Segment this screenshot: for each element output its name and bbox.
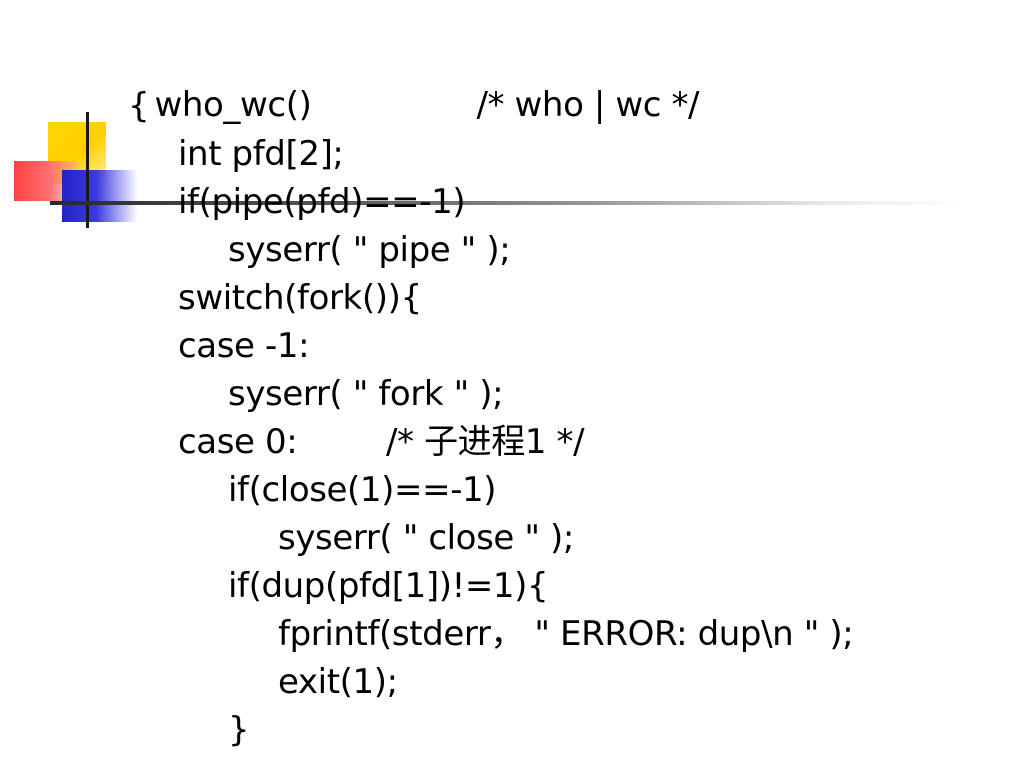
function-signature: who_wc()	[154, 85, 312, 125]
code-line-6: switch(fork()){	[178, 278, 422, 318]
code-line-4: if(pipe(pfd)==-1)	[178, 182, 466, 222]
vertical-rule	[86, 112, 89, 228]
code-line-5: syserr( " pipe " );	[228, 230, 511, 270]
code-line-3: int pfd[2];	[178, 134, 344, 174]
code-line-15: }	[228, 710, 250, 750]
code-line-10: if(close(1)==-1)	[228, 470, 497, 510]
code-comment-9: /* 子进程1 */	[386, 422, 585, 462]
comment-text: /* who | wc */	[476, 85, 700, 125]
code-line-2: {	[128, 86, 150, 126]
code-line-8: syserr( " fork " );	[228, 374, 504, 414]
code-line-14: exit(1);	[278, 662, 398, 702]
blue-square-decoration	[62, 170, 138, 222]
code-line-13: fprintf(stderr， " ERROR: dup\n " );	[278, 614, 854, 654]
code-line-11: syserr( " close " );	[278, 518, 574, 558]
horizontal-rule	[50, 201, 970, 205]
code-line-12: if(dup(pfd[1])!=1){	[228, 566, 549, 606]
code-line-7: case -1:	[178, 326, 310, 366]
code-line-9: case 0:	[178, 422, 298, 462]
corner-ornament	[0, 0, 1024, 240]
code-comment-1: /* who | wc */	[414, 33, 699, 177]
code-line-1: who_wc()	[92, 33, 311, 177]
